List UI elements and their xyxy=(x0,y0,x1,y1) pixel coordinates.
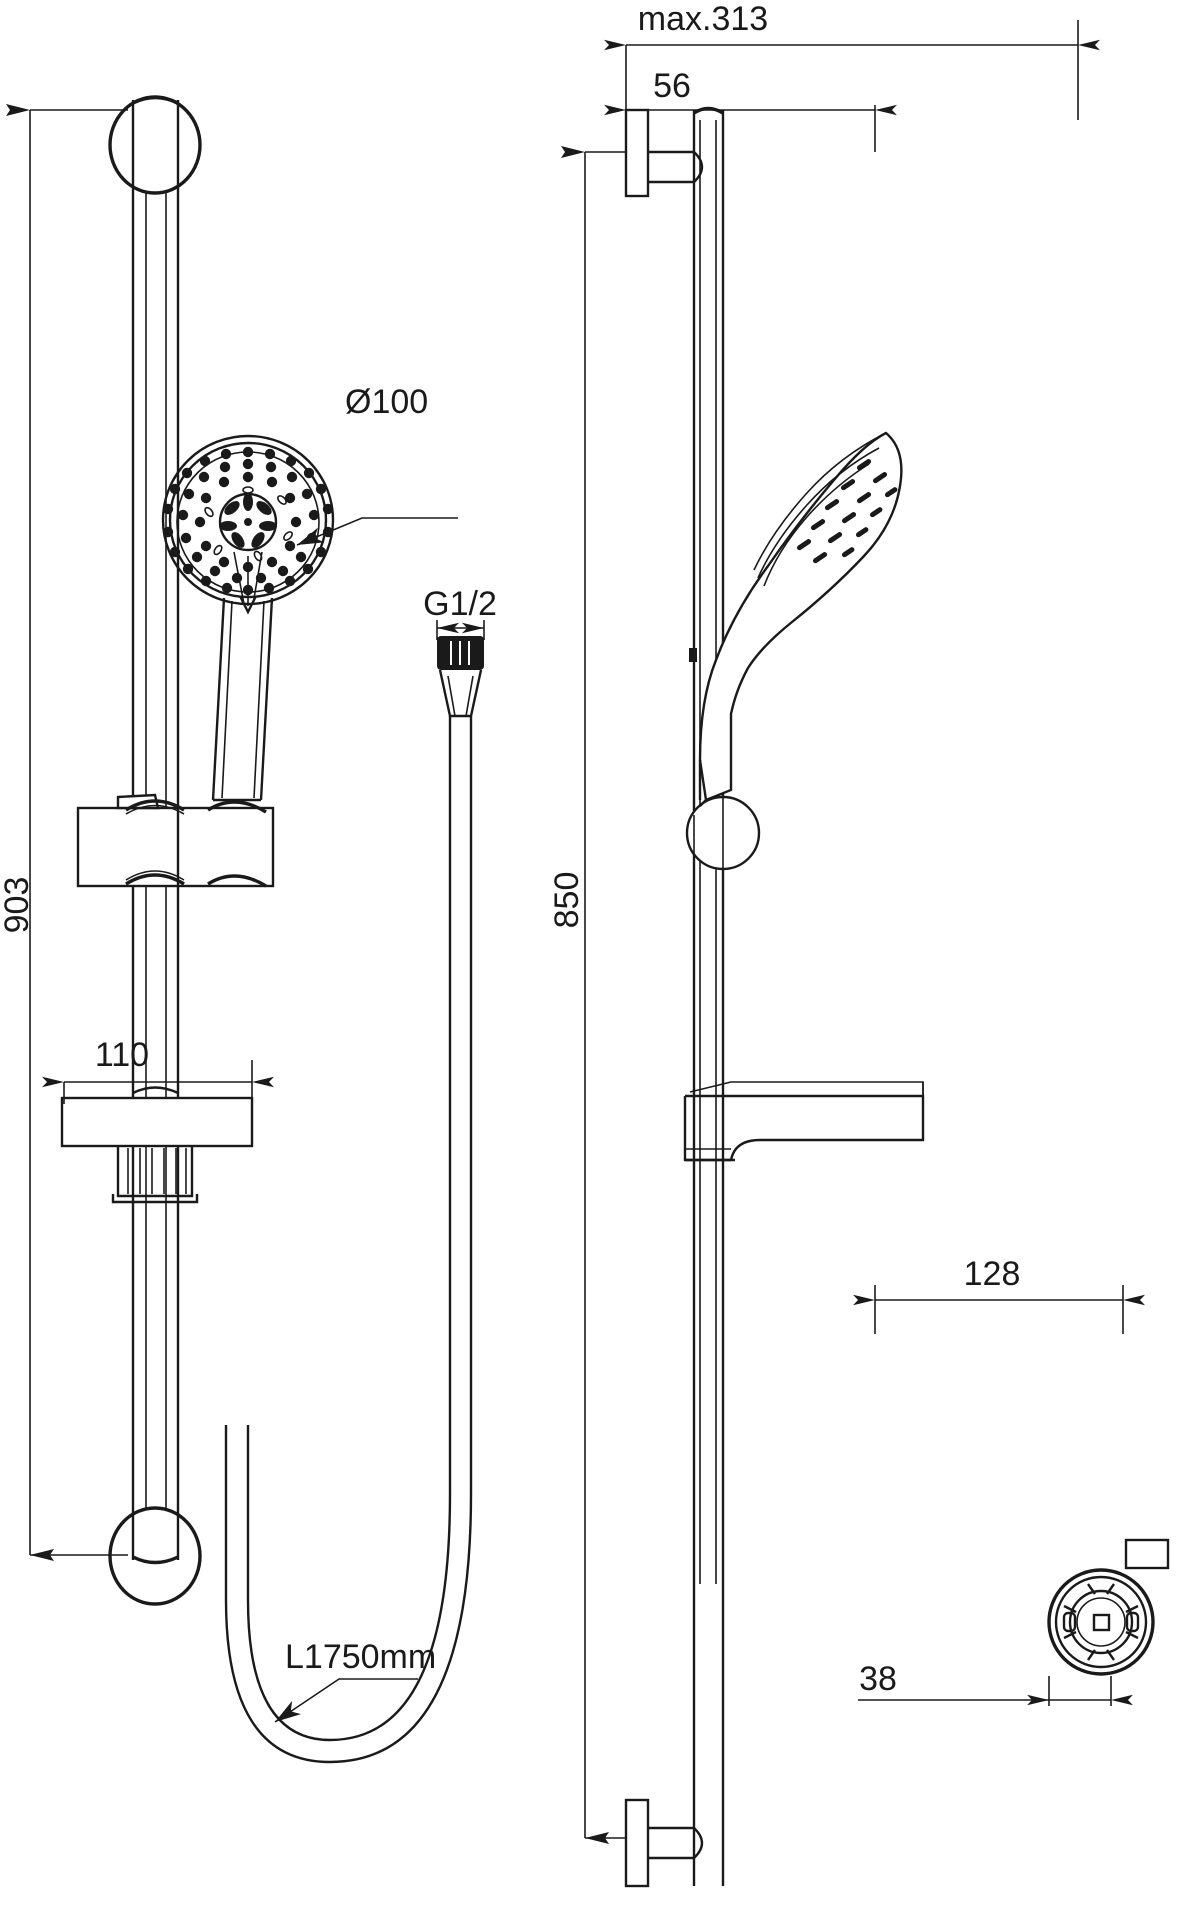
front-slider-holder xyxy=(76,793,275,888)
height-dimension-right-group xyxy=(561,146,626,1844)
front-soap-dish xyxy=(60,1086,254,1204)
bracket-offset-dimension-group xyxy=(604,104,897,152)
max-projection-dimension-group xyxy=(604,20,1100,120)
front-shower-head xyxy=(161,434,335,615)
width-dimension-bracket-label: 56 xyxy=(653,67,691,105)
spray-nozzle-ring-outer xyxy=(162,446,334,596)
height-dimension-left-label: 903 xyxy=(0,877,36,934)
front-hose-assembly xyxy=(224,636,484,1764)
hose-length-callout-label: L1750mm xyxy=(285,1638,436,1676)
wall-elbow-detail xyxy=(1047,1538,1170,1676)
center-jet-petals xyxy=(219,493,277,548)
diameter-callout-label: Ø100 xyxy=(345,383,428,421)
hose-length-leader xyxy=(274,1678,418,1723)
arm-length-dimension-group xyxy=(853,1285,1145,1334)
side-bottom-wall-bracket xyxy=(624,1590,725,1888)
thread-dimension-label: G1/2 xyxy=(423,585,497,623)
diameter-leader xyxy=(296,517,458,546)
width-dimension-elbow-label: 38 xyxy=(859,1660,897,1698)
width-dimension-holder-group xyxy=(42,1060,274,1104)
width-dimension-max-label: max.313 xyxy=(638,0,768,38)
side-soap-dish-arm xyxy=(683,1081,925,1162)
elbow-dimension-group xyxy=(1027,1676,1133,1706)
side-top-wall-bracket xyxy=(624,108,704,198)
side-shower-head xyxy=(689,431,903,802)
thread-dimension-group xyxy=(436,620,485,640)
side-nozzle-marks xyxy=(796,459,898,564)
width-dimension-arm-label: 128 xyxy=(964,1255,1021,1293)
height-dimension-right-label: 850 xyxy=(548,872,586,929)
side-slider-holder xyxy=(685,795,761,871)
height-dimension-left-group xyxy=(6,104,128,1561)
width-dimension-holder-label: 110 xyxy=(95,1036,149,1074)
